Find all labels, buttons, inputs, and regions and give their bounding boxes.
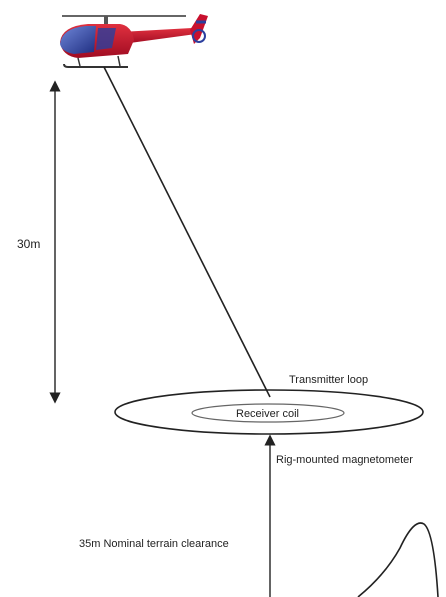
transmitter-loop — [114, 389, 424, 435]
receiver-coil — [191, 403, 345, 423]
transmitter-loop-label: Transmitter loop — [289, 374, 368, 386]
height-label: 30m — [17, 237, 40, 251]
terrain-clearance-label: 35m Nominal terrain clearance — [79, 538, 229, 550]
terrain-profile — [357, 522, 439, 597]
tow-cable — [103, 66, 271, 398]
magnetometer-label: Rig-mounted magnetometer — [276, 454, 413, 466]
receiver-coil-label: Receiver coil — [236, 408, 299, 420]
helicopter-illustration — [60, 14, 208, 68]
